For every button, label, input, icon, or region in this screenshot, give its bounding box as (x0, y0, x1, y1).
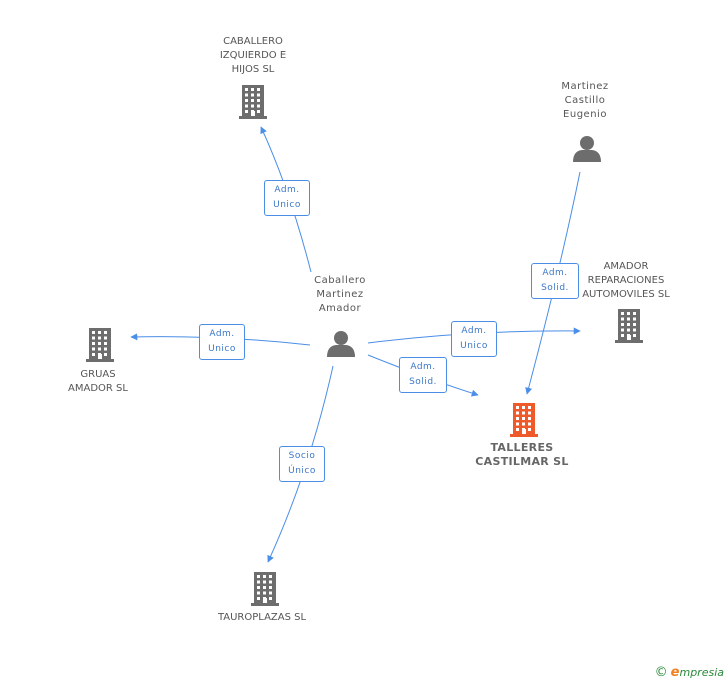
node-label-tauroplazas[interactable]: TAUROPLAZAS SL (217, 612, 307, 623)
node-label-martinez-castillo[interactable]: Martinez Castillo Eugenio (561, 81, 609, 120)
amador-reparaciones-building-icon[interactable] (615, 309, 643, 343)
node-label-amador-reparaciones[interactable]: AMADOR REPARACIONES AUTOMOVILES SL (582, 261, 670, 300)
caballero-izquierdo-building-icon[interactable] (239, 85, 267, 119)
edge-label-adm-unico-gruas: Adm. Unico (199, 324, 245, 360)
edge-label-adm-unico-amador-reparaciones: Adm. Unico (451, 321, 497, 357)
empresia-watermark: ©empresia (655, 665, 724, 680)
brand-logo-e: e (670, 665, 680, 680)
caballero-martinez-person-icon[interactable] (327, 331, 355, 357)
node-label-caballero-izquierdo[interactable]: CABALLERO IZQUIERDO E HIJOS SL (219, 36, 287, 75)
copyright-icon: © (654, 665, 668, 680)
brand-logo-text: mpresia (679, 666, 724, 679)
edge-label-socio-unico-tauroplazas: Socio Único (279, 446, 325, 482)
edge-label-adm-unico-caballero-izquierdo: Adm. Unico (264, 180, 310, 216)
edge-label-adm-solid-talleres-martinez: Adm. Solid. (531, 263, 579, 299)
talleres-castilmar-building-icon[interactable] (510, 403, 538, 437)
gruas-amador-building-icon[interactable] (86, 328, 114, 362)
tauroplazas-building-icon[interactable] (251, 572, 279, 606)
node-label-talleres-castilmar[interactable]: TALLERES CASTILMAR SL (475, 441, 569, 468)
martinez-castillo-person-icon[interactable] (573, 136, 601, 162)
edge-label-adm-solid-talleres-caballero: Adm. Solid. (399, 357, 447, 393)
node-label-caballero-martinez[interactable]: Caballero Martinez Amador (314, 275, 366, 314)
node-label-gruas-amador[interactable]: GRUAS AMADOR SL (68, 369, 128, 394)
